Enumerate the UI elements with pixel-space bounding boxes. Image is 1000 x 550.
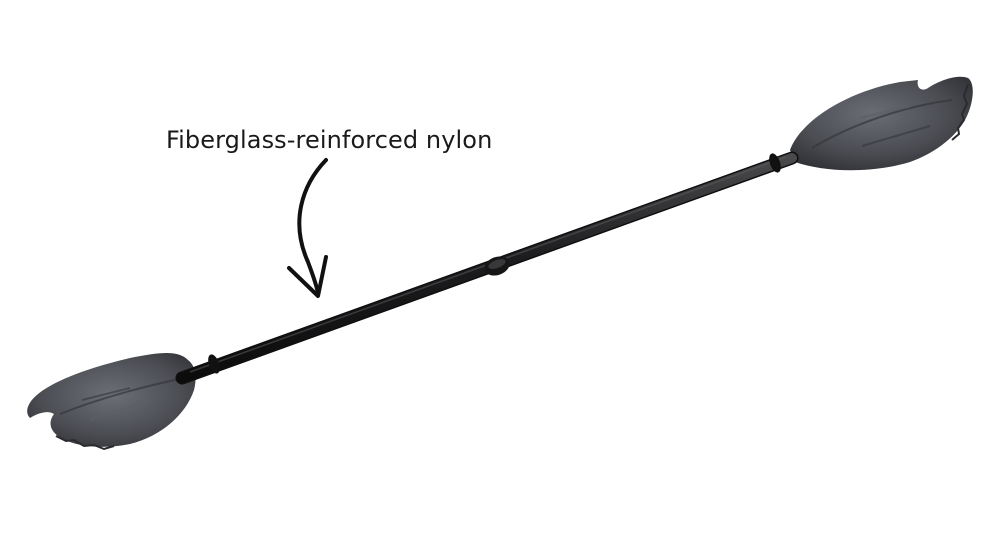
paddle-blade-right	[790, 76, 973, 171]
paddle-blade-left	[27, 353, 196, 451]
drip-ring-right	[769, 153, 781, 173]
drip-ring-left	[208, 354, 220, 374]
shaft-center-ferrule	[484, 256, 510, 276]
callout-arrow-icon	[287, 158, 328, 298]
material-callout-label: Fiberglass-reinforced nylon	[166, 126, 493, 154]
